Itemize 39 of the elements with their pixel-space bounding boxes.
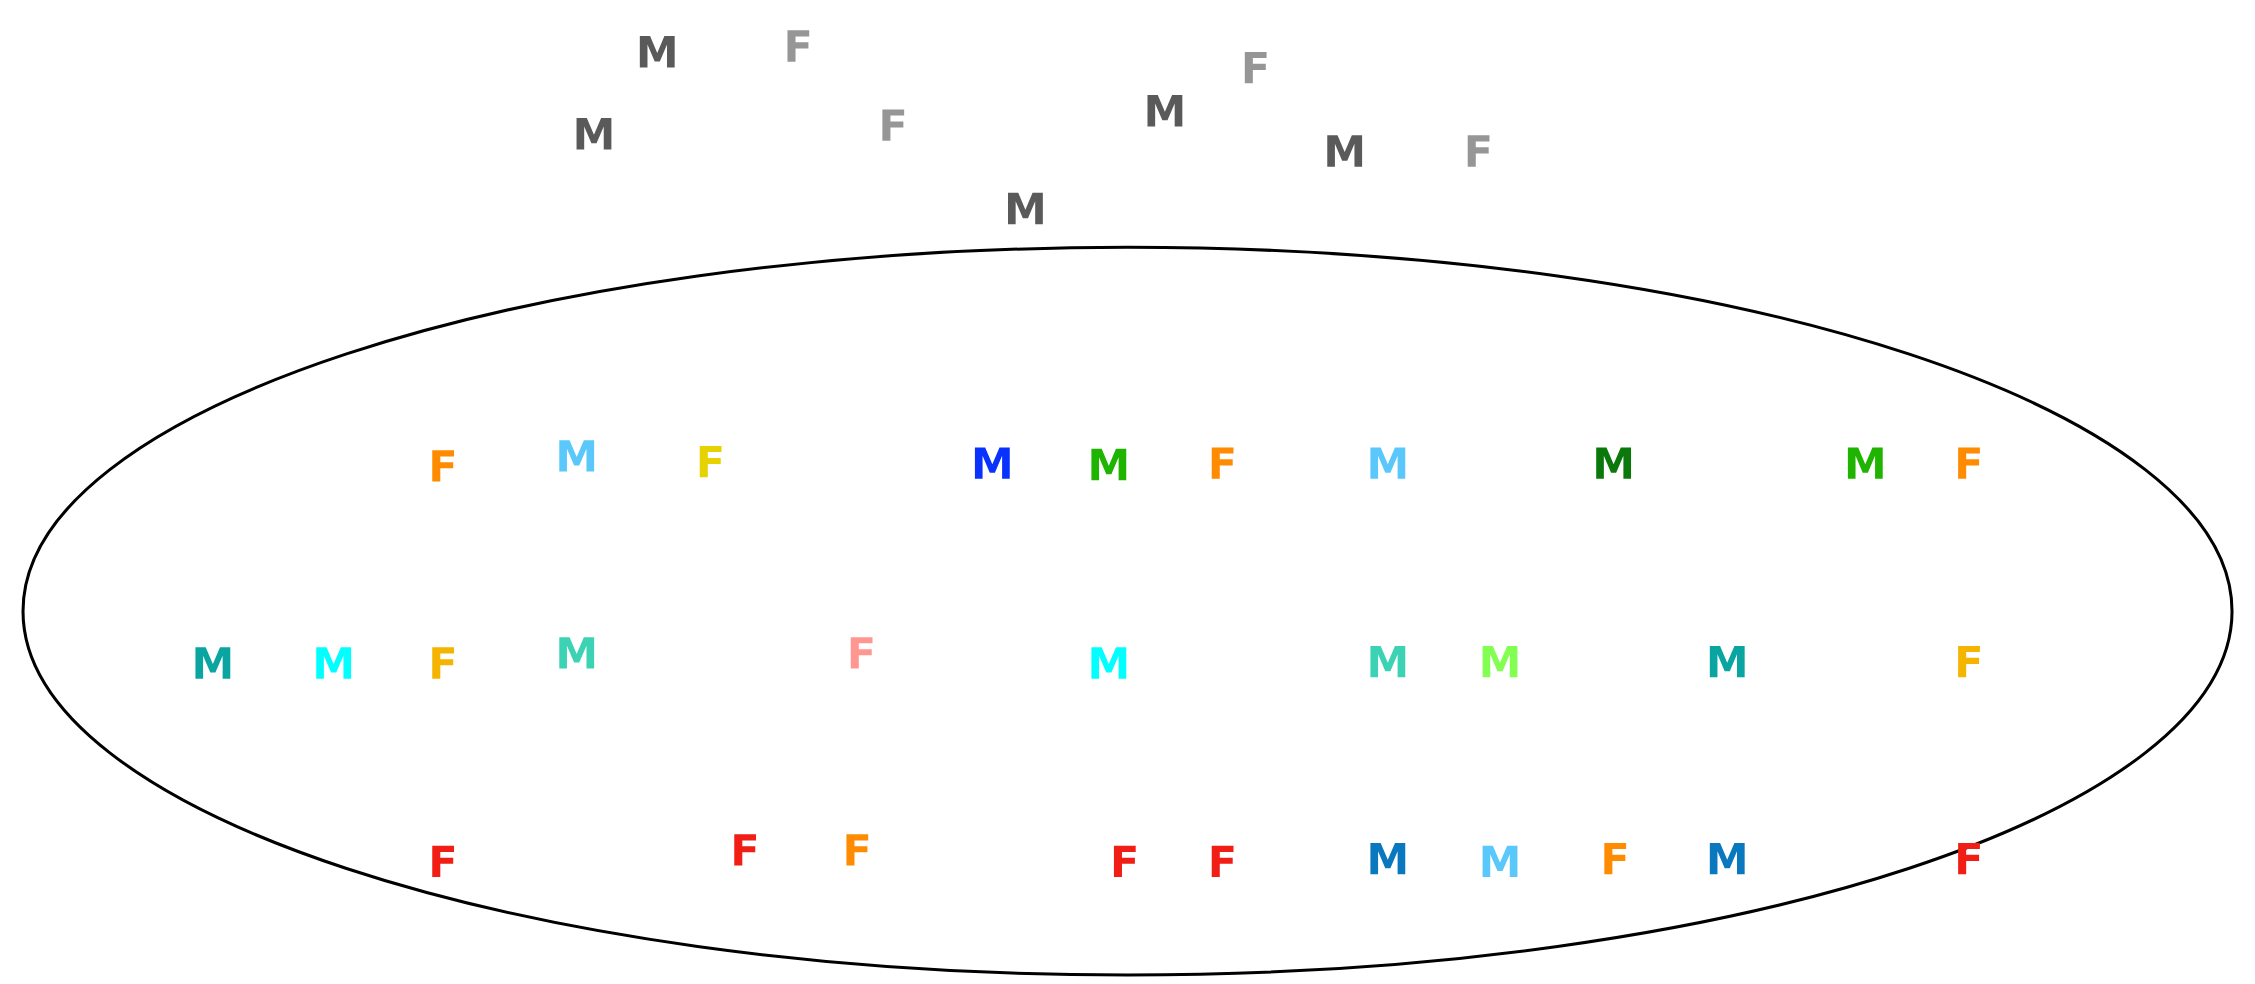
letter: F xyxy=(1958,843,1980,875)
letter: M xyxy=(195,647,231,679)
letter: F xyxy=(1113,845,1136,878)
letter: F xyxy=(846,834,869,866)
letter: F xyxy=(734,834,756,866)
letter: F xyxy=(1211,845,1234,878)
letter: M xyxy=(1709,843,1745,875)
letter: M xyxy=(576,118,612,150)
letter: F xyxy=(699,446,722,478)
letter: M xyxy=(1147,95,1183,127)
letter: M xyxy=(1091,449,1127,481)
letter: M xyxy=(1370,843,1406,875)
letter: F xyxy=(850,637,873,669)
letter: M xyxy=(1370,646,1406,678)
letter: F xyxy=(1244,52,1267,84)
letter: M xyxy=(1482,646,1518,678)
letter: M xyxy=(559,440,595,472)
letter: M xyxy=(974,447,1010,479)
letter: F xyxy=(1211,447,1234,479)
letter: M xyxy=(1596,447,1632,479)
letter: M xyxy=(1091,647,1127,679)
letter: F xyxy=(1958,646,1980,678)
letter: F xyxy=(432,647,454,679)
letter: M xyxy=(1482,845,1518,878)
letter: M xyxy=(1709,646,1745,678)
letter: M xyxy=(559,637,595,669)
letter: F xyxy=(1958,447,1980,479)
letter: M xyxy=(639,36,675,68)
letter: M xyxy=(1847,447,1883,479)
letter: F xyxy=(432,845,454,878)
letter: M xyxy=(316,647,352,679)
letter: F xyxy=(1467,135,1490,167)
letter: F xyxy=(787,30,810,62)
letter: M xyxy=(1327,135,1363,167)
letter: M xyxy=(1370,447,1406,479)
letter: F xyxy=(432,450,454,482)
ellipse xyxy=(21,246,2234,977)
letter: F xyxy=(1604,843,1627,875)
letter: F xyxy=(882,109,905,141)
